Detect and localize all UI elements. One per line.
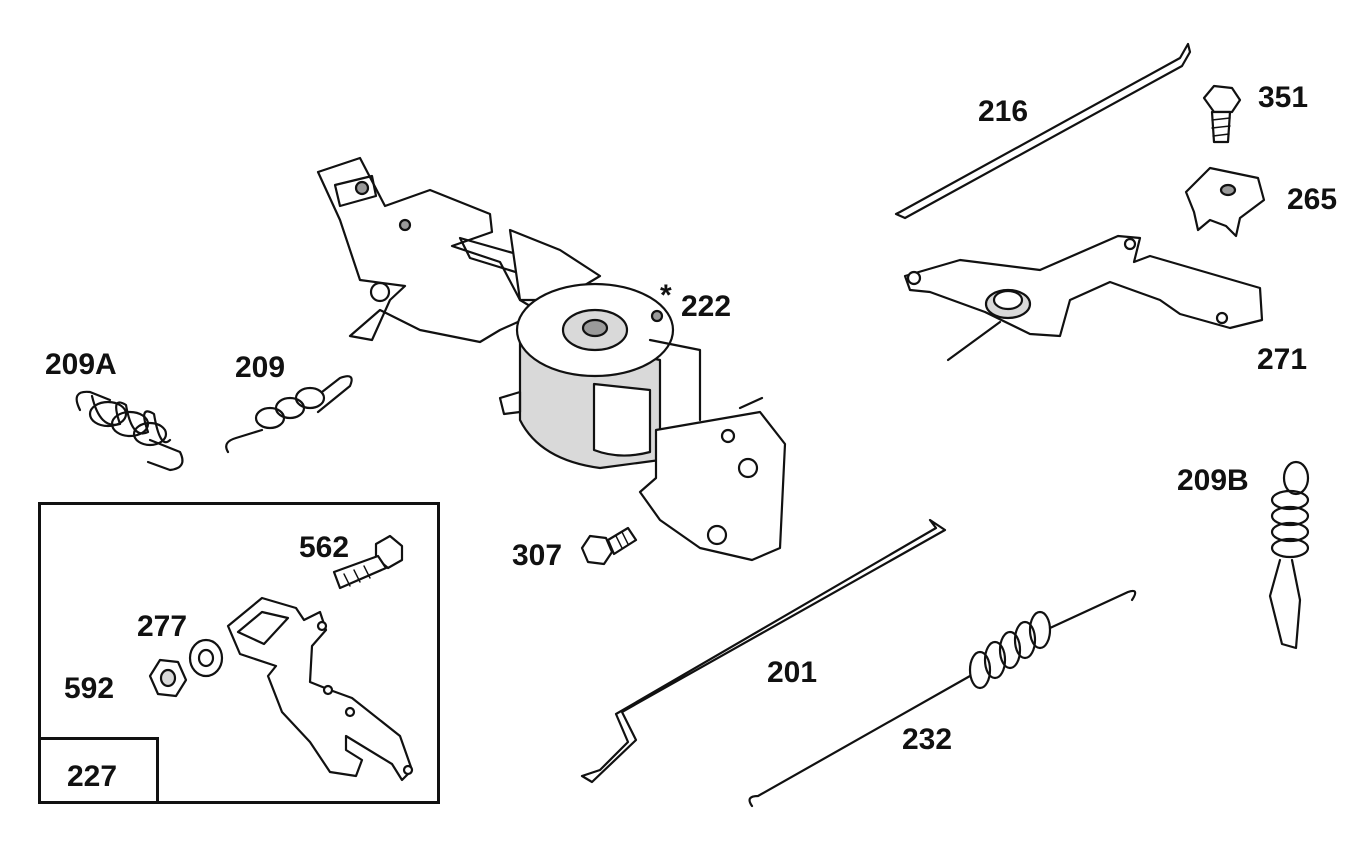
spring-232 <box>748 589 1137 808</box>
spring-209A <box>75 390 184 472</box>
kit-227-tag-frame <box>38 737 159 804</box>
label-277: 277 <box>137 610 188 643</box>
link-rod-201 <box>580 518 947 784</box>
label-209: 209 <box>235 351 286 384</box>
label-592: 592 <box>64 672 115 705</box>
label-265: 265 <box>1287 183 1338 216</box>
link-rod-216 <box>894 42 1192 220</box>
kit-227-inset-frame <box>38 502 440 804</box>
label-562: 562 <box>299 531 350 564</box>
label-307: 307 <box>512 539 563 572</box>
label-222: 222 <box>681 290 732 323</box>
clamp-265 <box>1184 166 1266 238</box>
spring-209 <box>225 375 353 454</box>
label-271: 271 <box>1257 343 1308 376</box>
label-216: 216 <box>978 95 1029 128</box>
label-222-asterisk: * <box>660 279 672 312</box>
bolt-307 <box>580 526 638 566</box>
label-201: 201 <box>767 656 818 689</box>
label-209B: 209B <box>1177 464 1249 497</box>
label-351: 351 <box>1258 81 1309 114</box>
label-232: 232 <box>902 723 953 756</box>
screw-351 <box>1202 84 1242 144</box>
governor-bracket-assembly <box>316 156 787 562</box>
lever-227 <box>226 596 414 782</box>
spring-209B <box>1268 460 1310 650</box>
label-227: 227 <box>67 760 118 793</box>
label-209A: 209A <box>45 348 117 381</box>
control-bracket-271 <box>903 234 1264 362</box>
bolt-562 <box>332 534 404 590</box>
washer-277 <box>188 638 224 678</box>
nut-592 <box>148 658 188 698</box>
